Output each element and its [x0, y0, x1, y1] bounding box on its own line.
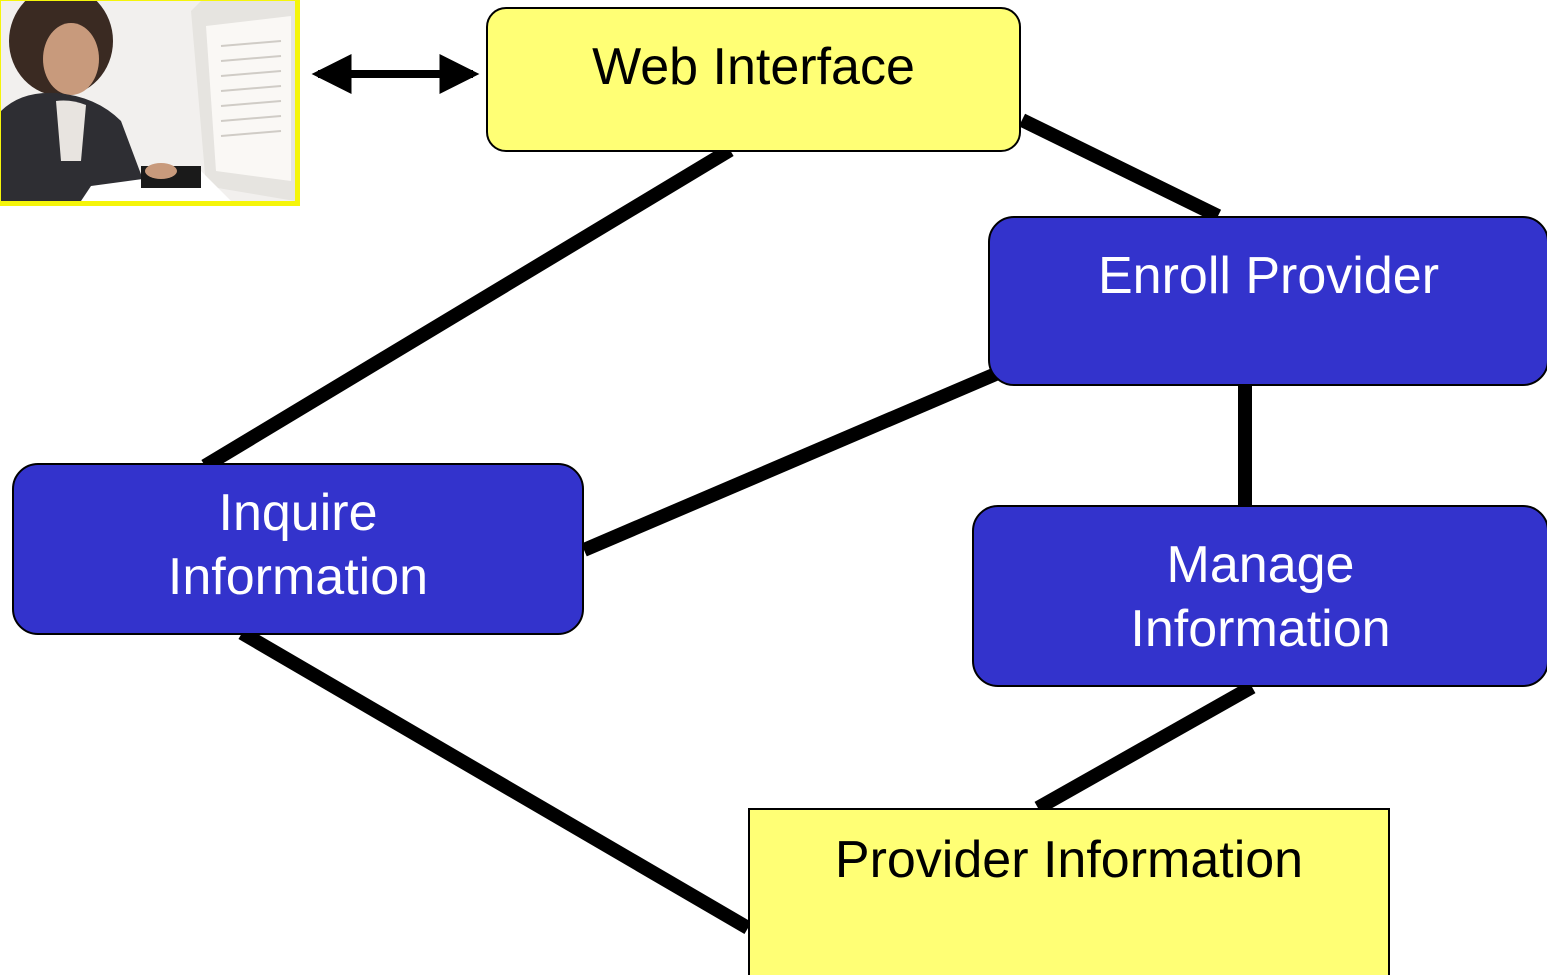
edge-manage-provider [1034, 680, 1256, 815]
inquire-information-line2: Information [167, 548, 429, 606]
user-photo [0, 0, 300, 206]
inquire-information-line1: Inquire [218, 483, 378, 542]
edge-web-enroll [1018, 113, 1222, 223]
edge-enroll-inquire [581, 366, 1001, 557]
edge-inquire-provider [238, 626, 752, 935]
person-at-computer-image [1, 1, 295, 201]
manage-information-line1: Manage [1166, 535, 1355, 594]
web-interface-label: Web Interface [592, 38, 915, 96]
inquire-information-node: Inquire Information [12, 463, 584, 635]
web-interface-node: Web Interface [486, 7, 1021, 152]
edge-web-inquire [201, 144, 734, 472]
manage-information-line2: Information [1130, 600, 1391, 658]
provider-information-label: Provider Information [834, 831, 1304, 889]
enroll-provider-label: Enroll Provider [1097, 247, 1440, 305]
provider-information-node: Provider Information [748, 808, 1390, 975]
manage-information-node: Manage Information [972, 505, 1547, 687]
enroll-provider-node: Enroll Provider [988, 216, 1547, 386]
